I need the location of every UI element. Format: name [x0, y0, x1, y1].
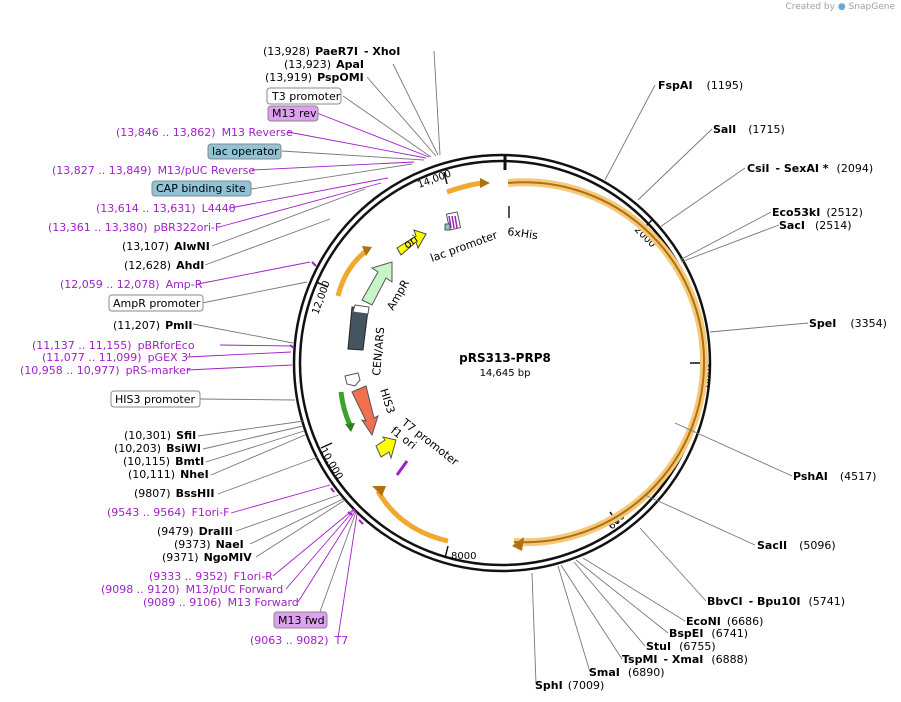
site-ahdi: (12,628)AhdI [124, 259, 204, 272]
credit-brand: SnapGene [848, 2, 895, 12]
leader-lines [186, 50, 809, 685]
lac-operator-mark [444, 223, 451, 231]
his3-promoter-label: HIS3 promoter [115, 393, 196, 406]
site-ngomiv: (9371)NgoMIV [162, 551, 252, 564]
site-tspmi: TspMI- XmaI(6888) [622, 653, 748, 666]
ampr-orf-arrowhead [362, 246, 372, 256]
t7-arrow [375, 436, 397, 460]
m13-fwd-box [273, 611, 328, 629]
primer-m13-reverse: (13,846 .. 13,862)M13 Reverse [116, 126, 293, 139]
site-apai: (13,923)ApaI [284, 58, 364, 71]
credit-prefix: Created by [785, 2, 835, 12]
primer-amp-r: (12,059 .. 12,078)Amp-R [60, 278, 203, 291]
cap-site-box [151, 180, 252, 197]
tick-12000: 12,000 [310, 279, 332, 316]
m13-rev-label: M13 rev [272, 107, 317, 120]
primer-labels: (13,846 .. 13,862)M13 Reverse (13,827 ..… [20, 126, 348, 647]
lac-operator-label: lac operator [212, 145, 279, 158]
cap-site-label: CAP binding site [156, 182, 246, 195]
prp8-orf-arrowhead [512, 537, 524, 551]
his6-label: 6xHis [507, 225, 539, 242]
ampr-orf-arc [335, 250, 367, 297]
site-bspei: BspEI(6741) [669, 627, 748, 640]
lac-promoter-label: lac promoter [429, 228, 500, 264]
site-eco53ki: Eco53kI(2512) [772, 206, 863, 219]
cen-ars-cap [352, 304, 370, 315]
site-pspomi: (13,919)PspOMI [265, 71, 364, 84]
primer-m13-puc-forward: (9098 .. 9120)M13/pUC Forward [101, 583, 283, 596]
primer-m13-forward: (9089 .. 9106)M13 Forward [143, 596, 299, 609]
site-draiii: (9479)DraIII [157, 525, 233, 538]
site-sfii: (10,301)SfiI [124, 429, 196, 442]
lacz-orf [446, 180, 484, 195]
site-bsshii: (9807)BssHII [134, 487, 214, 500]
site-bbvci: BbvCI- Bpu10I(5741) [707, 595, 845, 608]
ampr-promoter-label: AmpR promoter [113, 297, 201, 310]
site-naei: (9373)NaeI [174, 538, 244, 551]
primer-pbrforeco: (11,137 .. 11,155)pBRforEco [32, 339, 195, 352]
backbone-outer [292, 153, 712, 573]
site-spei: SpeI(3354) [809, 317, 887, 330]
plasmid-name: pRS313-PRP8 [459, 351, 551, 365]
his3-promoter-arrow [344, 372, 361, 387]
site-smai: SmaI(6890) [589, 666, 664, 679]
primer-ticks [289, 261, 364, 525]
site-fspai: FspAI(1195) [658, 79, 743, 92]
ori-arrow [396, 229, 427, 256]
primer-prs-marker: (10,958 .. 10,977)pRS-marker [20, 364, 191, 377]
his3-promoter-box [110, 390, 201, 408]
m13-fwd-label: M13 fwd [278, 614, 325, 627]
lower-orf-arrowhead [372, 486, 386, 496]
site-sali: SalI(1715) [713, 123, 785, 136]
snapgene-logo-icon: ● [837, 2, 846, 12]
his3-green-arc [338, 391, 353, 427]
t3-promoter-box [266, 87, 342, 105]
site-sacii: SacII(5096) [757, 539, 836, 552]
site-csii: CsiI- SexAI *(2094) [747, 162, 873, 175]
site-bsiwi: (10,203)BsiWI [114, 442, 201, 455]
m13-rev-box [267, 105, 319, 122]
primer-f1ori-f: (9543 .. 9564)F1ori-F [107, 506, 230, 519]
primer-pgex3: (11,077 .. 11,099)pGEX 3' [42, 351, 191, 364]
tick-8000: 8000 [451, 551, 476, 562]
site-nhei: (10,111)NheI [128, 468, 209, 481]
his3-arrow [351, 385, 379, 437]
plasmid-size: 14,645 bp [480, 368, 531, 379]
site-pmli: (11,207)PmlI [113, 319, 192, 332]
site-bmti: (10,115)BmtI [123, 455, 204, 468]
snapgene-credit: Created by ● SnapGene [785, 2, 895, 12]
primer-bars-top [448, 215, 458, 229]
lacz-orf-arrowhead [480, 178, 490, 188]
site-econi: EcoNI(6686) [686, 615, 763, 628]
site-sphi: SphI(7009) [535, 679, 604, 692]
ampr-arrow [361, 261, 393, 306]
site-stui: StuI(6755) [646, 640, 716, 653]
primer-pbr322ori-f: (13,361 .. 13,380)pBR322ori-F [48, 221, 221, 234]
site-paer7i: (13,928)PaeR7I- XhoI [263, 45, 400, 58]
primer-f1ori-r: (9333 .. 9352)F1ori-R [149, 570, 273, 583]
f1-primer-mark [395, 460, 409, 476]
boxed-labels: T3 promoter M13 rev lac operator CAP bin… [108, 87, 342, 629]
site-pshai: PshAI(4517) [793, 470, 876, 483]
lower-orf [375, 489, 449, 544]
lac-operator-box [207, 143, 282, 160]
left-sites: (13,928)PaeR7I- XhoI (13,923)ApaI (13,91… [113, 45, 604, 692]
ampr-promoter-box [108, 294, 204, 312]
primer-t7: (9063 .. 9082)T7 [250, 634, 348, 647]
ampr-label: AmpR [384, 277, 412, 312]
right-sites: FspAI(1195) SalI(1715) CsiI- SexAI *(209… [589, 79, 887, 679]
site-alwni: (13,107)AlwNI [122, 240, 210, 253]
primer-m13-puc-reverse: (13,827 .. 13,849)M13/pUC Reverse [52, 164, 255, 177]
his3-green-arrowhead [345, 423, 355, 432]
t3-promoter-label: T3 promoter [271, 90, 341, 103]
his3-label: HIS3 [377, 387, 397, 415]
prp8-orf [507, 181, 706, 544]
site-saci: SacI(2514) [779, 219, 852, 232]
primer-l4440: (13,614 .. 13,631)L4440 [96, 202, 236, 215]
cen-ars-label: CEN/ARS [370, 327, 387, 377]
